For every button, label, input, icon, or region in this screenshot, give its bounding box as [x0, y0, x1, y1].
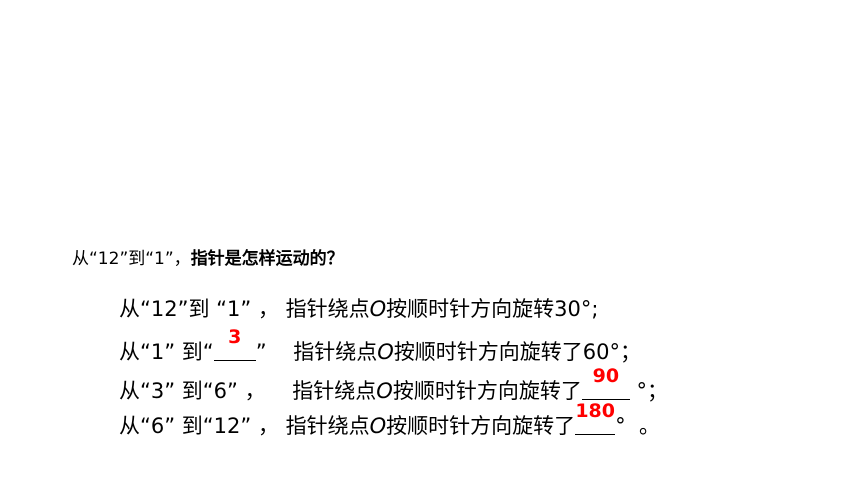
line-3-point-o: O: [376, 379, 393, 403]
line-3-part-4: °；: [636, 379, 669, 403]
blank-1: 3: [213, 326, 256, 361]
answer-3: 180: [575, 400, 615, 422]
line-1-part-3: 按顺时针方向旋转30°;: [386, 297, 599, 321]
line-4-part-1: 从“6” 到“12” ，: [119, 414, 279, 438]
line-4-part-3: 按顺时针方向旋转了: [386, 414, 576, 438]
line-3-part-3: 按顺时针方向旋转了: [392, 379, 582, 403]
line-1-point-o: O: [369, 297, 387, 321]
line-1-part-2: 指针绕点: [285, 297, 370, 321]
line-2-point-o: O: [377, 340, 394, 364]
question-text: 从“12”到“1”，指针是怎样运动的？: [72, 248, 344, 270]
answer-line-1: 从“12”到 “1” ， 指针绕点O按顺时针方向旋转30°;: [119, 295, 598, 323]
line-2-part-4: 按顺时针方向旋转了60°；: [393, 340, 642, 364]
line-4-part-4: °: [615, 414, 626, 438]
blank-2: 90: [581, 365, 630, 400]
line-4-part-5: 。: [639, 414, 661, 438]
question-prefix: 从“12”到“1”，: [72, 249, 191, 269]
blank-3: 180: [575, 400, 616, 435]
line-3-part-1: 从“3” 到“6” ，: [119, 379, 266, 403]
answer-2: 90: [592, 365, 620, 387]
line-2-part-3: 指针绕点: [293, 340, 378, 364]
line-1-part-1: 从“12”到 “1” ，: [119, 297, 279, 321]
line-4-point-o: O: [369, 414, 387, 438]
answer-1: 3: [228, 326, 242, 348]
answer-line-2: 从“1” 到“ 3 ” 指针绕点O按顺时针方向旋转了60°；: [119, 326, 642, 366]
question-bold: 指针是怎样运动的？: [190, 249, 344, 269]
answer-line-3: 从“3” 到“6” ， 指针绕点O按顺时针方向旋转了 90 °；: [119, 365, 669, 405]
line-2-part-2: ”: [255, 340, 267, 364]
line-3-part-2: 指针绕点: [292, 379, 377, 403]
line-4-part-2: 指针绕点: [285, 414, 370, 438]
line-2-part-1: 从“1” 到“: [119, 340, 214, 364]
